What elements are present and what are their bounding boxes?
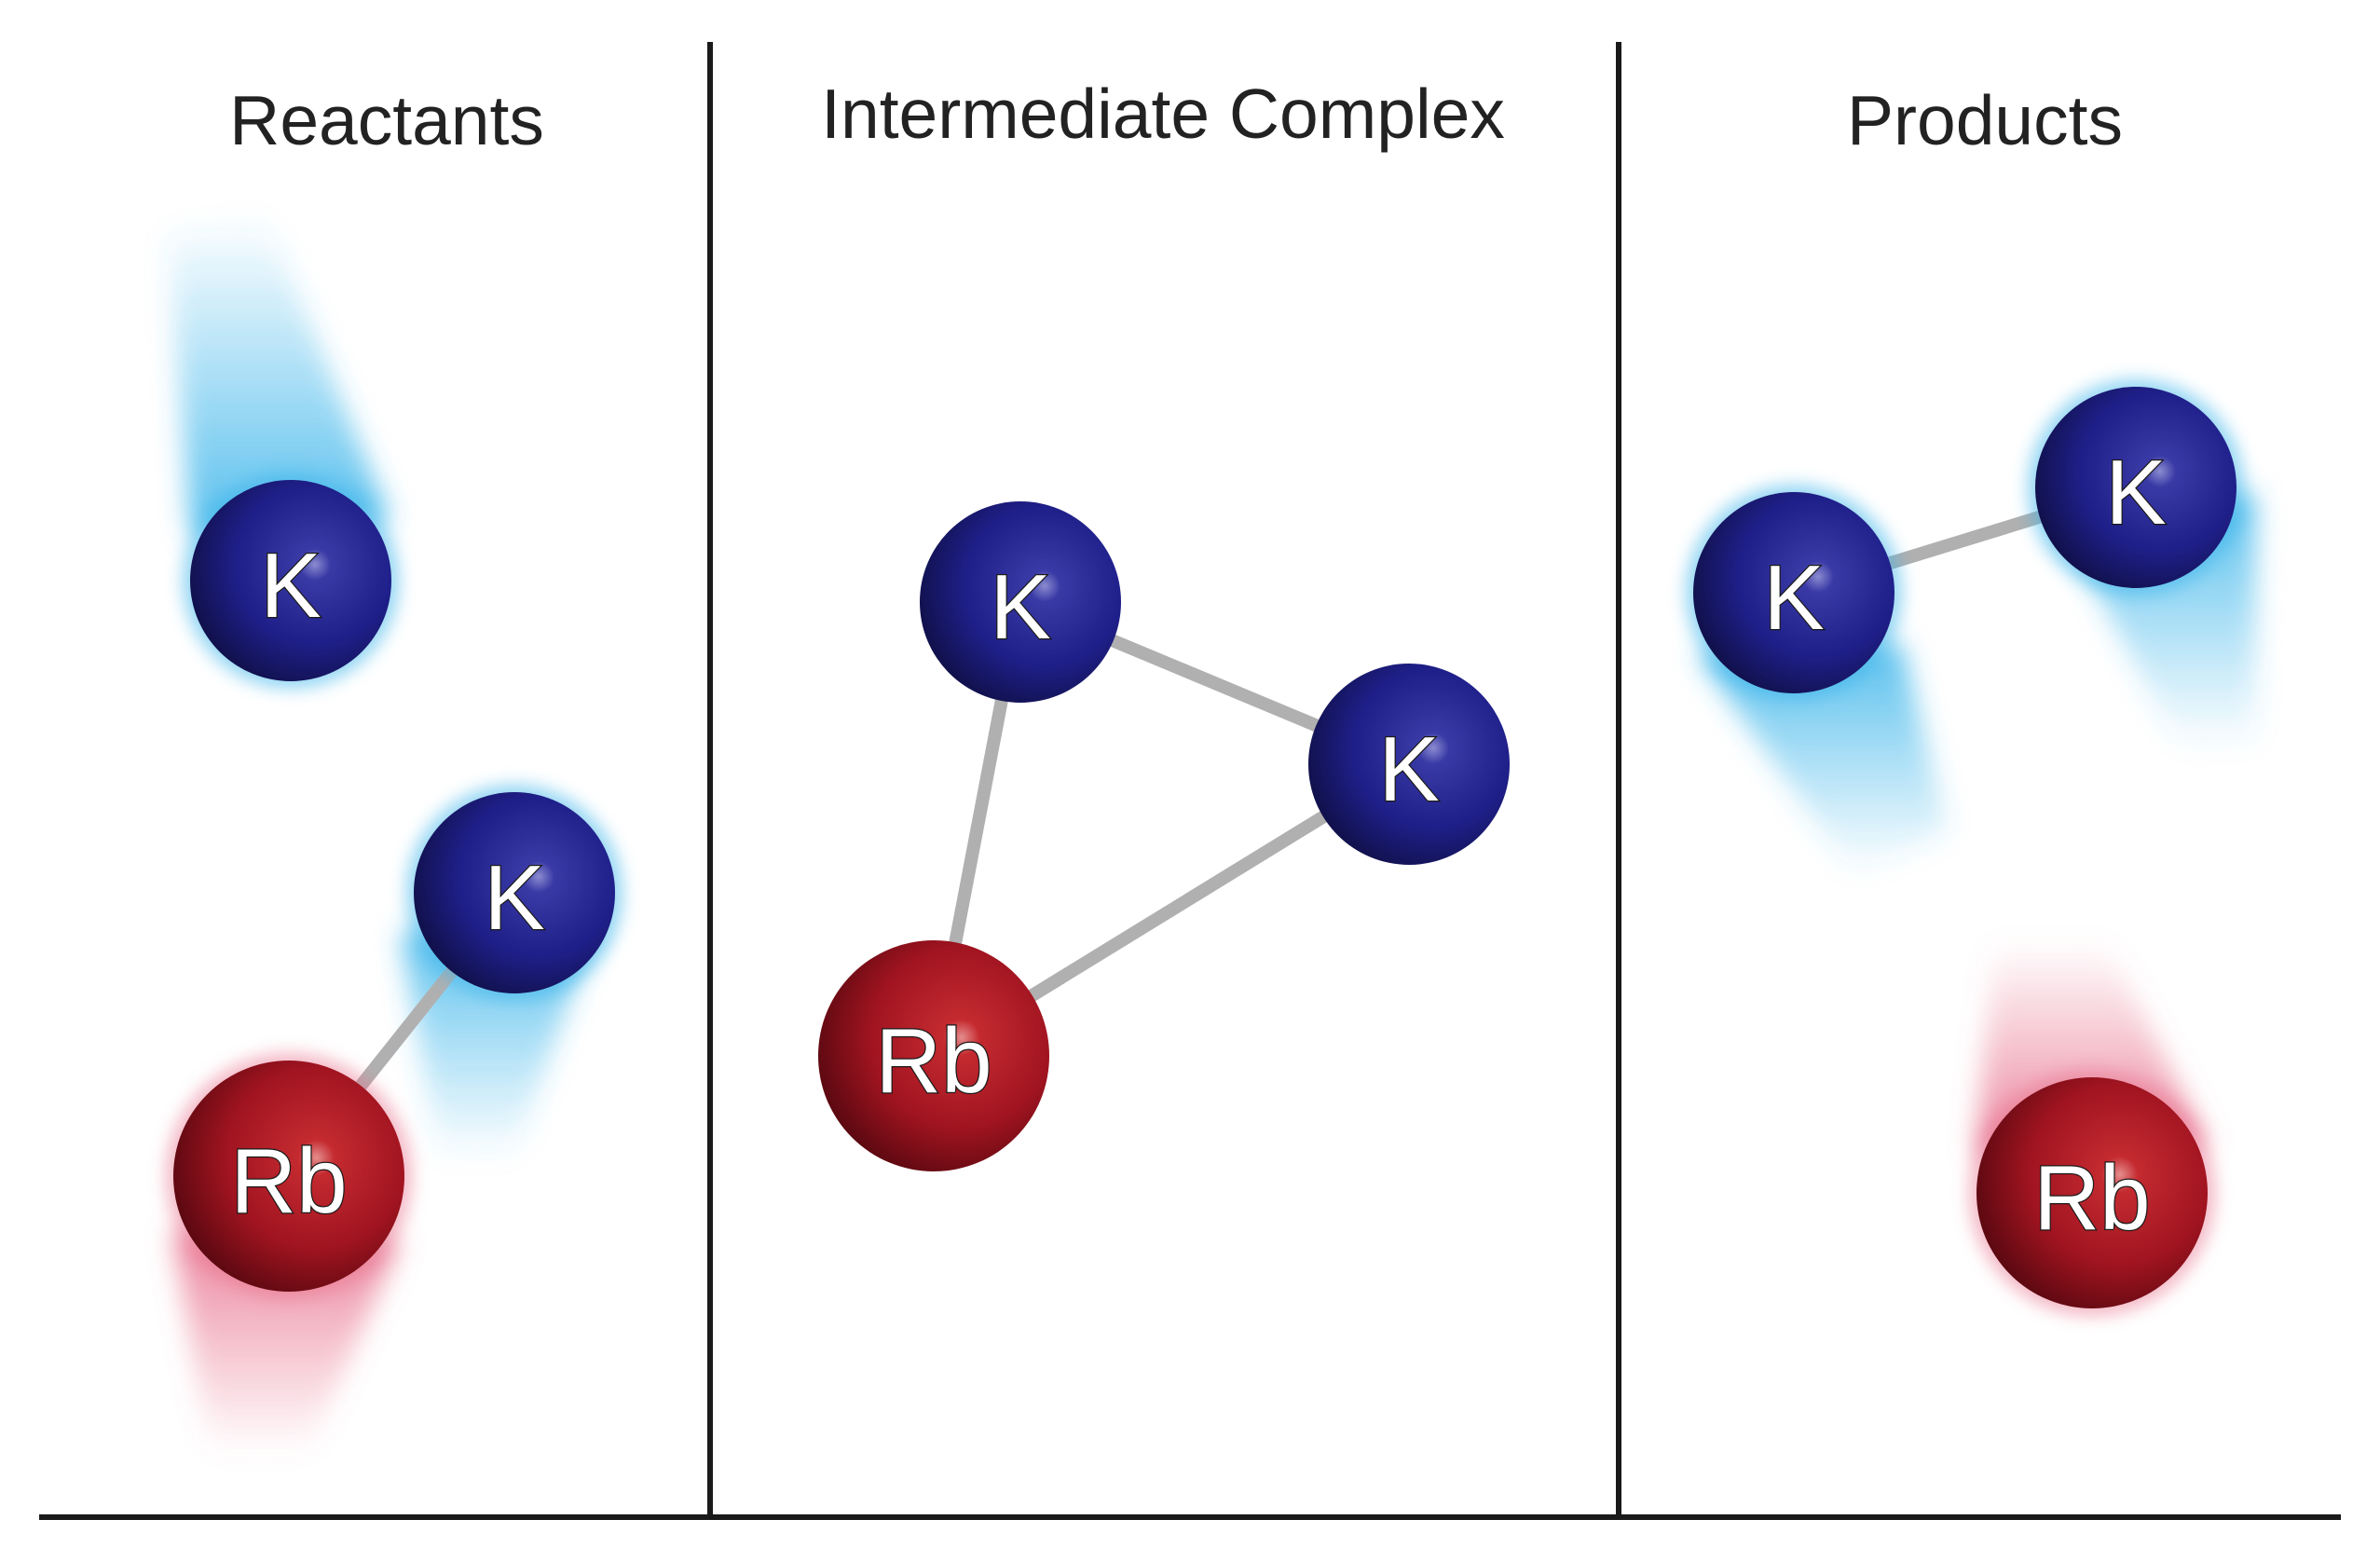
atom-k-intermediate-1: K xyxy=(920,501,1121,703)
atom-label: Rb xyxy=(875,1009,992,1112)
atom-label: Rb xyxy=(230,1129,347,1232)
atom-label: K xyxy=(1763,546,1824,649)
atom-rb-reactant: Rb xyxy=(166,1053,412,1299)
atom-label: K xyxy=(990,555,1050,658)
atom-k-product-2: K xyxy=(2028,379,2244,596)
panel-title-intermediate: Intermediate Complex xyxy=(821,75,1505,153)
atom-label: K xyxy=(2105,441,2166,543)
atom-label: K xyxy=(484,846,544,949)
atom-k-product-1: K xyxy=(1686,485,1902,701)
motion-trail-k1 xyxy=(168,214,391,536)
motion-trail-k1 xyxy=(1696,643,1948,876)
atom-k-reactant-2: K xyxy=(406,785,622,1001)
atom-rb-intermediate: Rb xyxy=(818,940,1049,1171)
panel-title-products: Products xyxy=(1847,81,2123,159)
atom-label: K xyxy=(1378,718,1439,820)
panel-title-reactants: Reactants xyxy=(229,81,544,159)
atom-rb-product: Rb xyxy=(1969,1070,2215,1316)
atom-k-reactant-1: K xyxy=(183,472,399,689)
intermediate-panel: K K Rb xyxy=(818,501,1510,1171)
atom-label: Rb xyxy=(2033,1146,2150,1249)
atom-k-intermediate-2: K xyxy=(1308,664,1510,865)
products-panel: K K Rb xyxy=(1686,379,2255,1316)
reactants-panel: K K Rb xyxy=(166,214,622,1454)
atom-label: K xyxy=(260,534,321,637)
